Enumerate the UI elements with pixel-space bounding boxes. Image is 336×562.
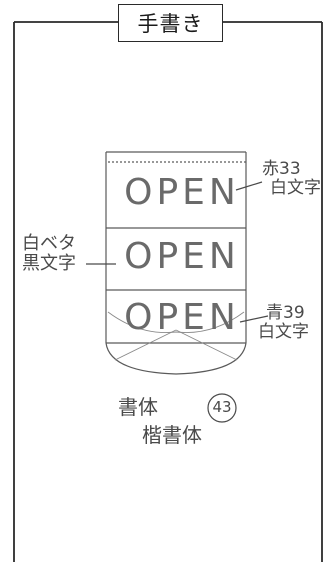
annotation-blue: 青39 白文字 — [258, 303, 309, 341]
annotation-red-line2: 白文字 — [270, 177, 321, 198]
banner-row-white: OPEN — [124, 236, 240, 277]
font-note-line1: 書体 — [118, 396, 158, 418]
annotation-blue-line1: 青39 — [266, 303, 305, 323]
annotation-white-line1: 白ベタ — [22, 233, 76, 254]
font-note-prefix: 書体 — [118, 395, 158, 419]
annotation-white-line2: 黒文字 — [22, 252, 76, 274]
font-note-line2: 楷書体 — [142, 423, 202, 447]
banner-row-blue: OPEN — [124, 297, 240, 338]
annotation-white: 白ベタ 黒文字 — [22, 234, 76, 274]
leader-lines — [86, 181, 269, 323]
number-circle — [207, 393, 237, 423]
handwritten-tag: 手書き — [118, 4, 223, 42]
annotation-blue-line2: 白文字 — [258, 321, 309, 342]
annotation-red: 赤33 白文字 — [262, 160, 321, 197]
banner-row-red: OPEN — [124, 172, 240, 213]
banner-sketch — [105, 151, 247, 375]
tag-label: 手書き — [137, 12, 204, 36]
annotation-red-line1: 赤33 — [262, 159, 301, 179]
font-note-number: 43 — [212, 398, 232, 416]
